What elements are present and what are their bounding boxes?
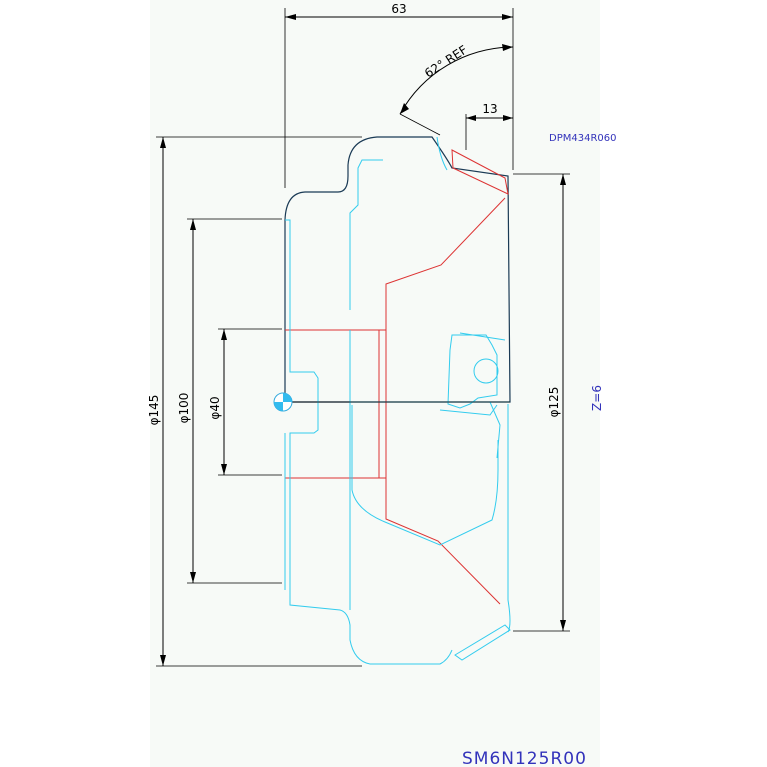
origin-marker-icon	[273, 392, 293, 412]
dim-145-text: φ145	[147, 395, 161, 426]
dim-40-text: φ40	[208, 396, 222, 419]
dim-63-text: 63	[391, 2, 406, 16]
dimension-dia-145: φ145	[147, 136, 362, 667]
dim-125-text: φ125	[547, 387, 561, 418]
dimension-dia-40: φ40	[208, 328, 282, 476]
part-number-label: SM6N125R00	[462, 749, 587, 767]
dim-13-text: 13	[482, 102, 497, 116]
teeth-count-label: Z=6	[590, 385, 604, 411]
cutter-body-outline	[284, 136, 511, 403]
dimension-dia-125: φ125	[513, 173, 570, 632]
drawing-sheet	[150, 0, 600, 767]
dimension-dia-100: φ100	[177, 218, 282, 584]
dimension-13: 13	[465, 102, 513, 150]
cutting-insert	[285, 149, 509, 605]
dim-100-text: φ100	[177, 393, 191, 424]
dimension-63: 63	[284, 2, 514, 188]
insert-code-label: DPM434R060	[549, 133, 616, 144]
